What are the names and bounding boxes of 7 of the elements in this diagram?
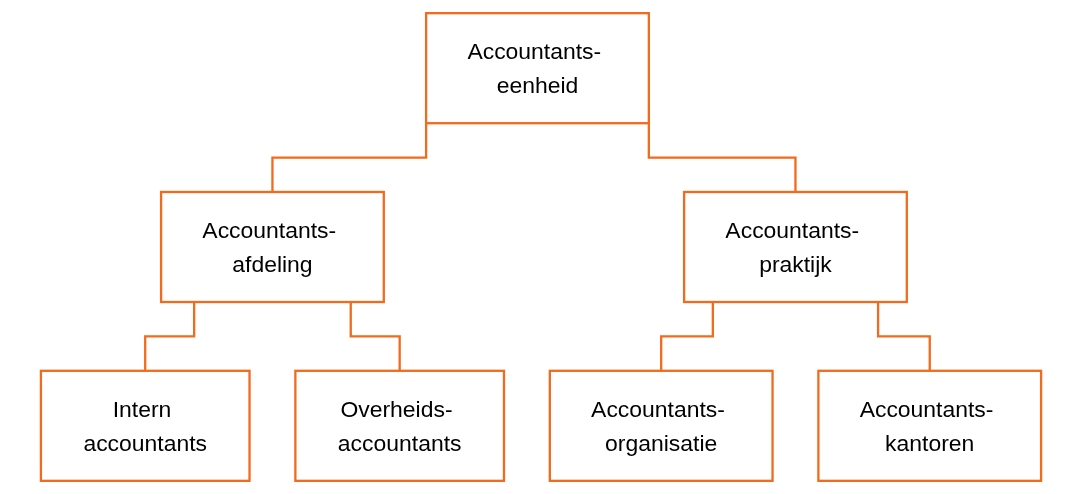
node-box: Intern accountants — [39, 369, 251, 482]
node-box: Accountants- eenheid — [424, 12, 650, 125]
node-box: Accountants- praktijk — [682, 190, 908, 304]
node-box: Accountants- afdeling — [159, 190, 385, 304]
node-box: Overheids- accountants — [294, 369, 506, 482]
node-box: Accountants- kantoren — [817, 369, 1043, 482]
node-box: Accountants- organisatie — [548, 369, 774, 482]
